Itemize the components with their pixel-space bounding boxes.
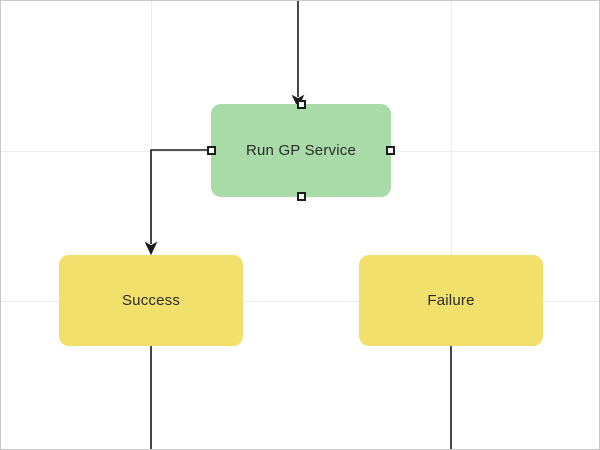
edge-run-gp-service-to-success[interactable] <box>144 149 209 256</box>
port-top-handle[interactable] <box>296 100 306 109</box>
node-label-run-gp-service: Run GP Service <box>245 142 357 159</box>
node-label-success: Success <box>121 292 181 309</box>
node-success[interactable]: Success <box>59 255 243 346</box>
node-failure[interactable]: Failure <box>359 255 543 346</box>
port-right-handle[interactable] <box>386 146 395 155</box>
node-run-gp-service[interactable]: Run GP Service <box>207 100 395 201</box>
port-bottom-handle[interactable] <box>296 192 306 201</box>
node-label-failure: Failure <box>427 292 475 309</box>
port-left-handle[interactable] <box>207 146 216 155</box>
